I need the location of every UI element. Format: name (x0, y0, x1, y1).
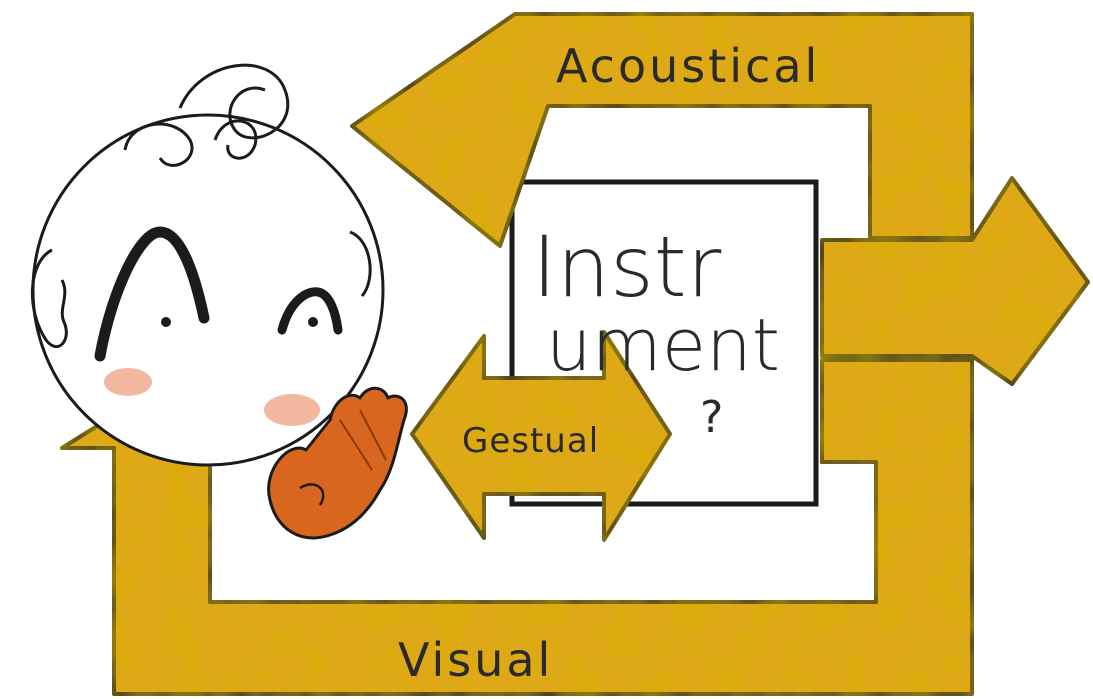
visual-label: Visual (398, 633, 553, 687)
instrument-label-line2: ument (546, 303, 780, 387)
instrument-label-line1: Instr (532, 218, 722, 316)
gestual-label: Gestual (462, 421, 599, 461)
performer-head-icon (32, 65, 383, 465)
acoustical-label: Acoustical (556, 39, 820, 93)
question-mark: ? (700, 392, 723, 443)
